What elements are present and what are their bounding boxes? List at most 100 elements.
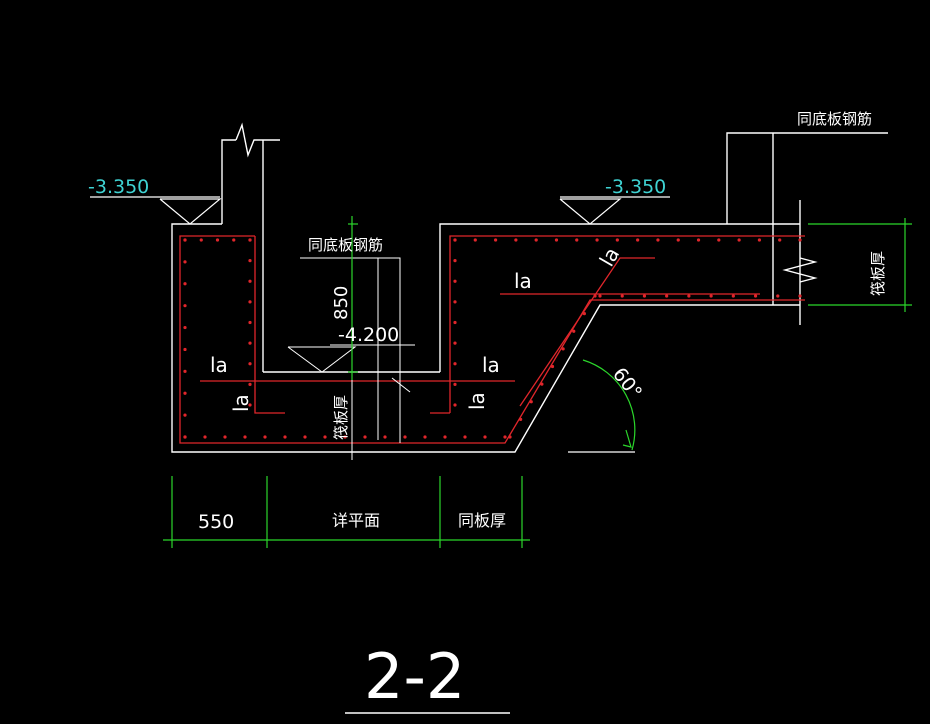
rebar-dot [223,435,227,439]
label-la-5: la [465,392,489,410]
rebar-dot [676,238,680,242]
rebar-dot [636,238,640,242]
rebar-dot [453,382,457,386]
rebar-dot [423,435,427,439]
rebar-dot [283,435,287,439]
rebar-dot [183,304,187,308]
rebar-dot [463,435,467,439]
rebar-dot [508,435,512,439]
rebar-dot [572,329,576,333]
rebar-dot [183,391,187,395]
right-column [726,132,888,224]
label-la-3: la [514,269,532,293]
rebar-dot [575,238,579,242]
rebar-dot [776,294,780,298]
rebar-dot [598,294,602,298]
rebar-dot [215,238,220,242]
rebar-dot [642,294,647,298]
rebar-dot [753,294,758,298]
rebar-dot [493,238,498,242]
pit-level-triangle [287,346,357,373]
rebar-dot [529,400,533,404]
label-850: 850 [331,286,352,320]
rebar-dot [519,417,523,421]
slash-mark [391,377,411,393]
rebar-left-inner [254,236,285,414]
break-mark-right [782,257,818,283]
dimension-lines [163,216,912,548]
outer-outline [171,223,800,453]
rebar-dot [453,300,457,304]
rebar-dot [731,294,735,298]
angle-arc [582,359,636,451]
rebar-dot [443,435,447,439]
rebar-dot [503,435,507,439]
rebar-dot [248,320,252,325]
rebar-dot [709,294,713,298]
rebar-dot [183,413,187,417]
rebar-dot [248,341,252,345]
rebar-dot [203,435,207,439]
rebar-dot [248,238,252,242]
rebar-dot [453,320,457,325]
rebar-dot [687,294,691,298]
rebar-left-outer [179,235,805,444]
rebar-dot [303,435,307,439]
label-la-2: la [482,353,500,377]
rebar-dot [183,369,187,373]
label-angle: 60° [608,364,646,404]
rebar-dots [183,238,802,439]
rebar-dot [798,294,802,298]
rebar-dot [263,435,267,439]
rebar-dot [483,435,487,439]
level-symbols [90,196,670,225]
level-left-text: -3.350 [88,176,149,198]
rebar-dot [778,238,782,242]
label-plate-thickness-pit: 筏板厚 [332,395,350,440]
level-pit-text: -4.200 [338,324,399,346]
rebar-dot [453,341,457,345]
rebar-dot [620,294,624,298]
rebar-dot [183,435,187,439]
rebar-dot [183,260,187,264]
rebar-dot [582,312,586,316]
rebar-dot [183,347,187,352]
dim-550: 550 [198,511,234,533]
rebar-dot [514,238,518,242]
rebar-dot [248,279,252,283]
rebar-dot [473,238,477,242]
rebar-dot [554,238,559,242]
leader-center-rebar [300,257,401,443]
rebar-dot [656,238,660,242]
label-la-4: la [229,394,253,412]
dim-plate: 同板厚 [458,511,506,530]
rebar-dot [323,435,327,439]
left-wall-stub [221,139,236,224]
rebar-right-top [449,235,805,413]
rebar-dot [248,403,252,407]
top-right-outline [439,223,800,372]
section-title: 2-2 [364,640,465,713]
rebar-dot [383,435,387,439]
rebar [179,235,805,444]
rebar-dot [534,238,538,242]
rebar-dot [453,403,457,407]
rebar-dot [561,347,565,351]
label-plate-thickness-right: 筏板厚 [869,251,887,296]
rebar-dot [248,362,252,366]
rebar-dot [615,238,619,242]
rebar-dot [665,294,669,298]
rebar-dot [453,238,457,242]
label-rebar-right: 同底板钢筋 [797,110,872,128]
level-right-text: -3.350 [605,176,666,198]
rebar-slope-top [519,257,655,407]
label-la-6: la [595,243,625,270]
dim-detail: 详平面 [332,511,380,530]
rebar-dot [248,259,252,263]
rebar-dot [243,435,247,439]
rebar-dot [453,279,457,283]
rebar-dot [595,238,599,242]
rebar-dot [453,362,457,366]
angle-marker [568,359,636,453]
